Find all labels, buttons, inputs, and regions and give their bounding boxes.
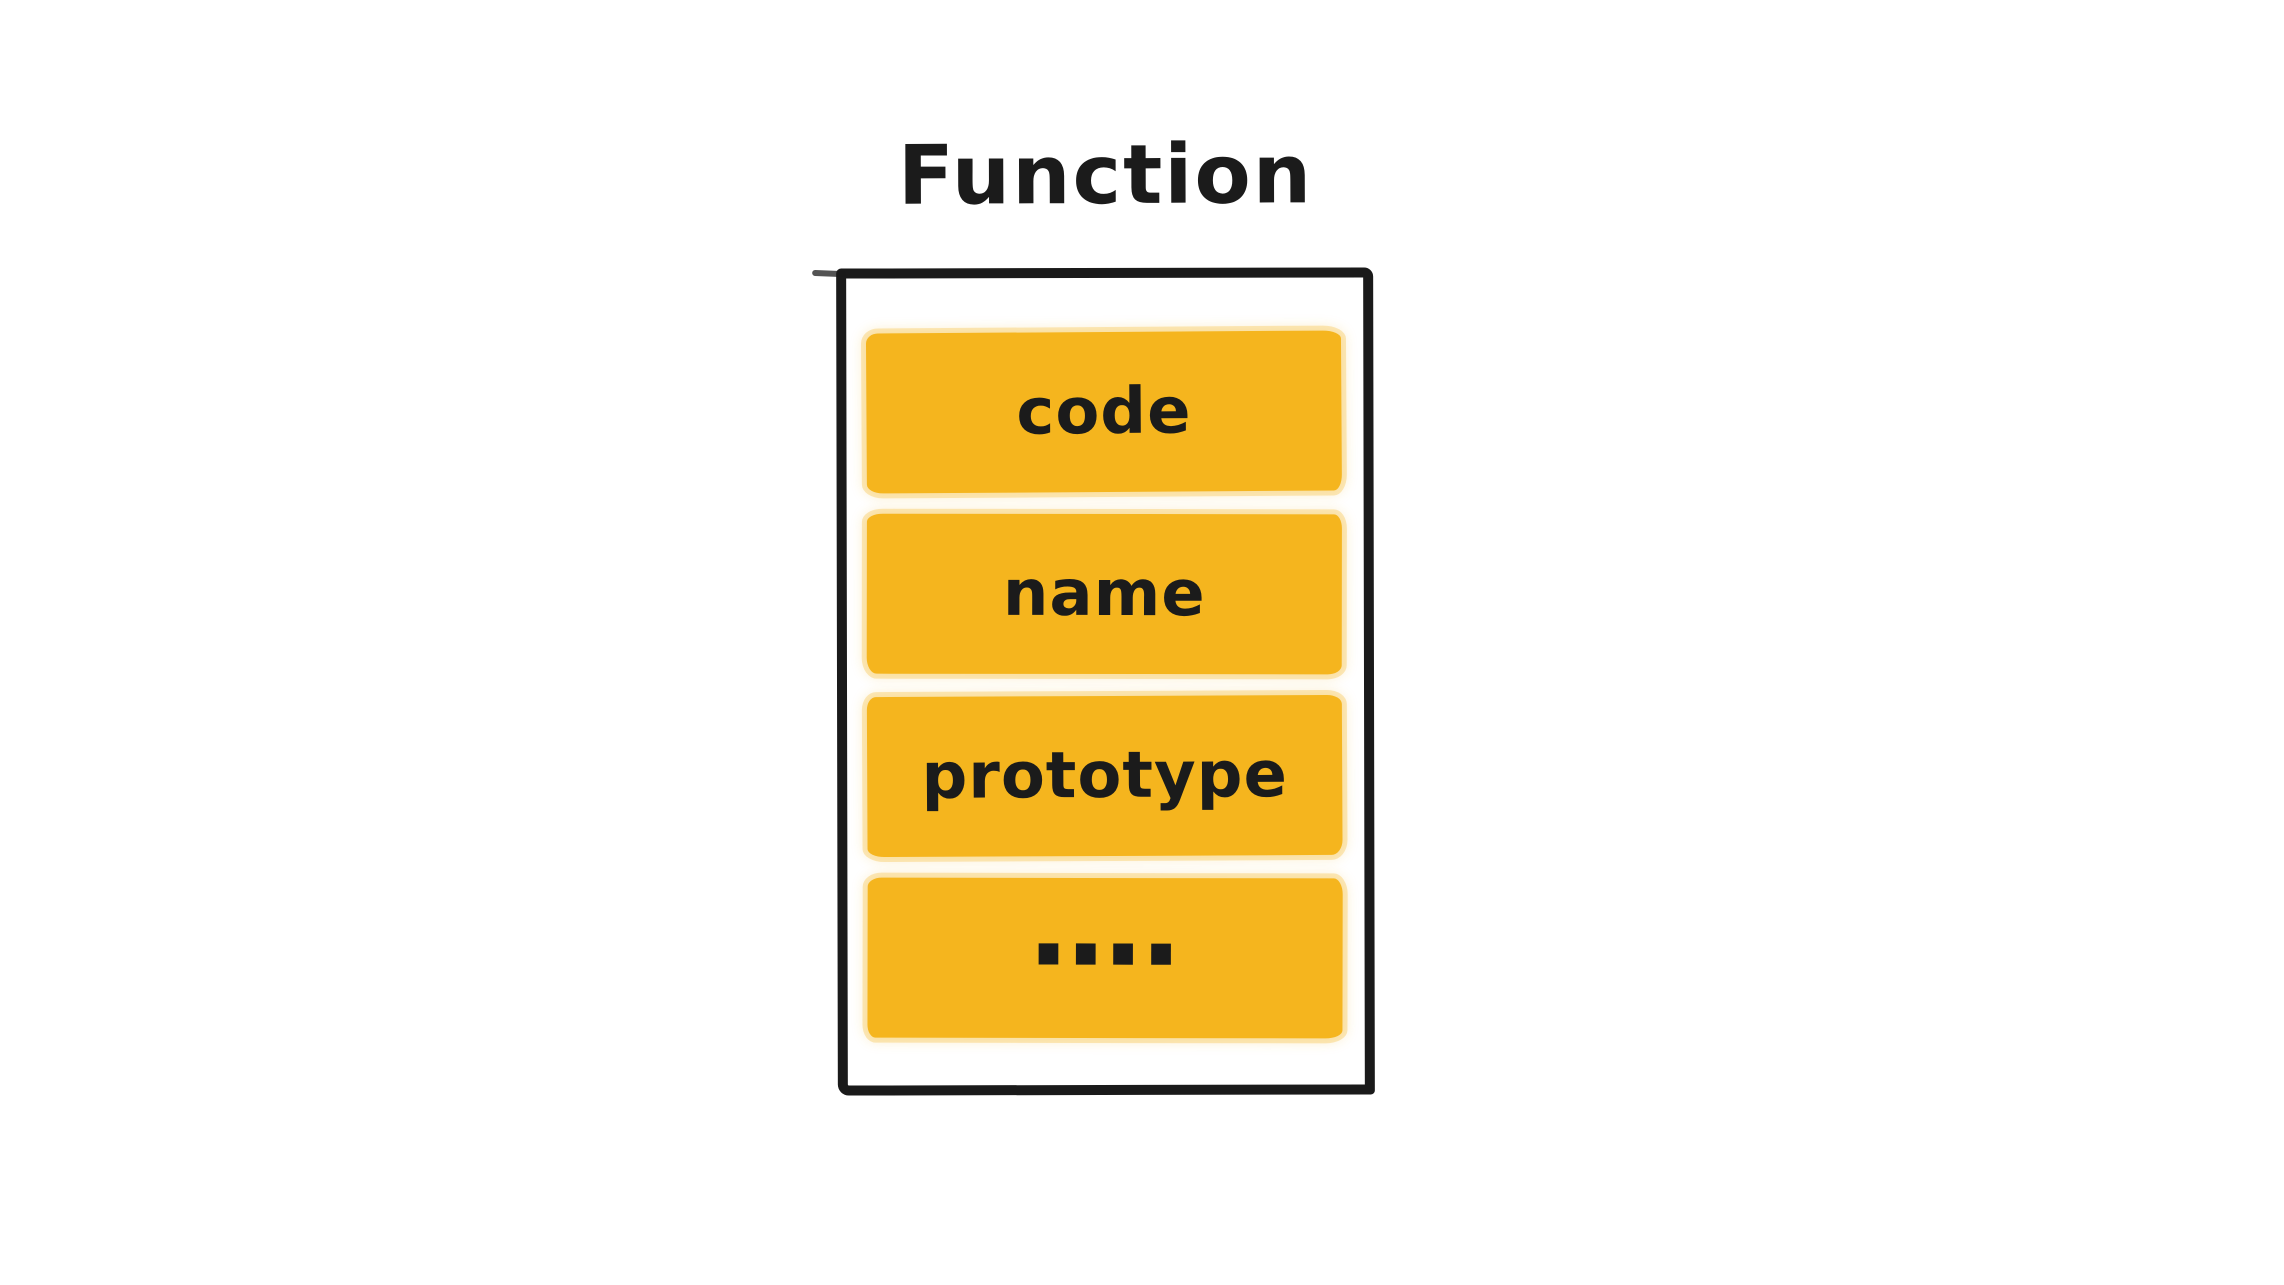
ellipsis-dots-label: ….: [1029, 861, 1181, 992]
slot-more-properties: ….: [867, 862, 1343, 1039]
slot-prototype-label: prototype: [921, 738, 1289, 814]
diagram-title: Function: [897, 127, 1314, 224]
slot-name: name: [866, 513, 1342, 675]
slot-prototype: prototype: [866, 694, 1343, 858]
slot-name-label: name: [1002, 556, 1206, 632]
slot-code: code: [865, 330, 1342, 494]
slot-code-label: code: [1016, 374, 1192, 450]
function-object-box: code name prototype ….: [836, 267, 1375, 1096]
